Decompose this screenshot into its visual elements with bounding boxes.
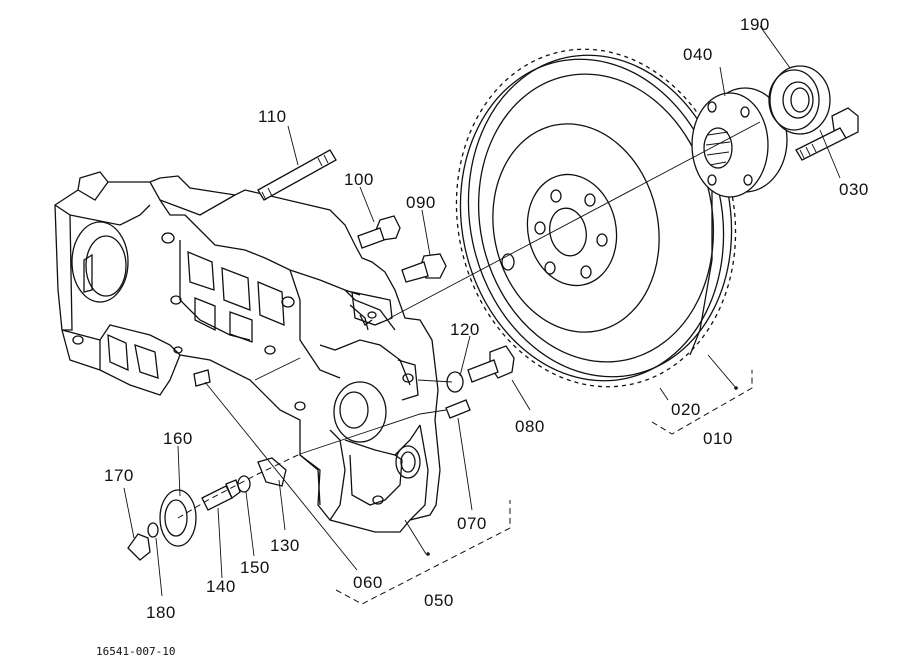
callout-010: 010 [703, 429, 733, 448]
housing-part [54, 171, 441, 533]
bolt-100-part [357, 215, 401, 249]
assembly-axis-lines [177, 121, 761, 519]
callout-060: 060 [353, 573, 383, 592]
callout-070: 070 [457, 514, 487, 533]
callout-180: 180 [146, 603, 176, 622]
drawing-code: 16541-007-10 [96, 645, 176, 658]
callout-120: 120 [450, 320, 480, 339]
plate-130-part [257, 457, 287, 487]
stud-110-part [257, 149, 337, 201]
bolt-080-part [467, 345, 515, 383]
leader-lines [123, 25, 841, 597]
callout-130: 130 [270, 536, 300, 555]
callout-190: 190 [740, 15, 770, 34]
callout-090: 090 [406, 193, 436, 212]
callout-150: 150 [240, 558, 270, 577]
callout-110: 110 [258, 107, 287, 126]
callout-170: 170 [104, 466, 134, 485]
pin-070-part [445, 399, 471, 419]
callout-020: 020 [671, 400, 701, 419]
callout-100: 100 [344, 170, 374, 189]
callout-030: 030 [839, 180, 869, 199]
callout-140: 140 [206, 577, 236, 596]
bearing-part [768, 65, 831, 135]
callout-080: 080 [515, 417, 545, 436]
callout-040: 040 [683, 45, 713, 64]
nipple-140-part [201, 479, 241, 511]
hub-part [691, 87, 788, 198]
bolt-030-part [795, 107, 859, 161]
assembly-brackets [335, 370, 753, 605]
flywheel-part [455, 48, 737, 388]
pin-060-part [193, 369, 211, 387]
bolt-090-part [401, 253, 447, 283]
washer-180-part [147, 522, 159, 538]
cap-170-part [127, 533, 151, 561]
callout-160: 160 [163, 429, 193, 448]
callout-050: 050 [424, 591, 454, 610]
